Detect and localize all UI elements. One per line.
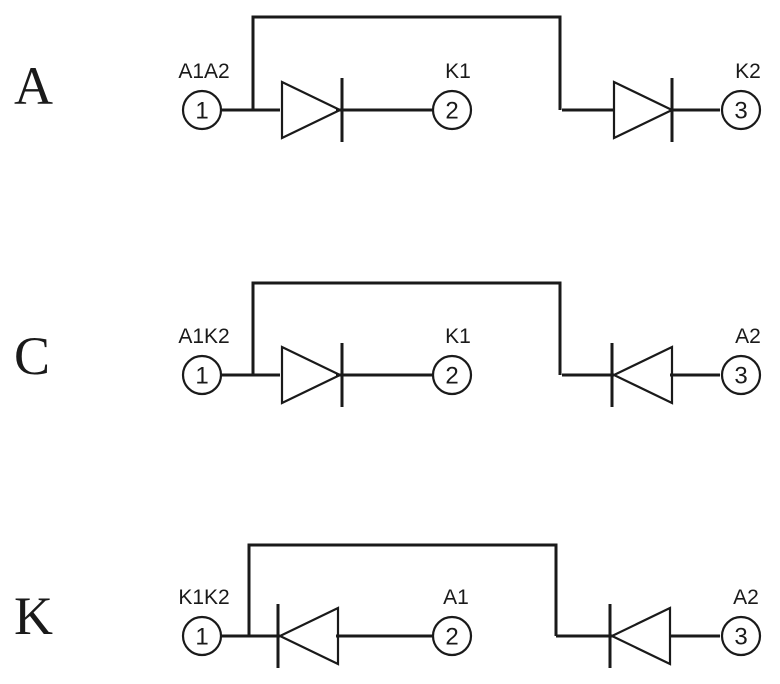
circuit-row-k: K 1 2 3 K1K2 A1 A2 [14, 543, 762, 668]
pin-label-3: A2 [735, 325, 761, 348]
terminal-number: 2 [445, 363, 458, 390]
pin-label-2: K1 [445, 325, 471, 348]
terminal-number: 2 [445, 98, 458, 125]
diode-triangle [611, 345, 674, 405]
diode-2-reverse [608, 604, 672, 668]
terminal-3: 3 [720, 354, 762, 396]
row-code-label: C [14, 326, 50, 386]
terminal-circle [431, 615, 473, 657]
terminal-circle [720, 615, 762, 657]
row-k-wiring [221, 543, 720, 638]
row-c-wiring [221, 281, 720, 377]
row-code-label: K [14, 586, 53, 646]
pin-label-2: A1 [443, 586, 469, 609]
row-code-label: A [14, 56, 53, 116]
diode-triangle [609, 606, 672, 666]
terminal-circle [431, 354, 473, 396]
terminal-3: 3 [720, 615, 762, 657]
terminal-number: 3 [734, 363, 747, 390]
diode-1-forward [280, 343, 344, 407]
circuit-row-a: A 1 2 3 A1A2 K1 K2 [14, 15, 762, 142]
diode-2-forward [612, 78, 675, 142]
terminal-1: 1 [181, 354, 223, 396]
pin-label-3: K2 [735, 60, 761, 83]
terminal-circle [181, 89, 223, 131]
pin-label-1: A1K2 [178, 325, 229, 348]
terminal-number: 1 [195, 363, 208, 390]
terminal-number: 3 [734, 624, 747, 651]
pin-label-1: A1A2 [178, 60, 229, 83]
terminal-2: 2 [431, 615, 473, 657]
diode-1-forward [280, 78, 344, 142]
terminal-1: 1 [181, 89, 223, 131]
diode-triangle [612, 80, 675, 140]
terminal-1: 1 [181, 615, 223, 657]
terminal-3: 3 [720, 89, 762, 131]
row-a-wiring [221, 15, 720, 112]
terminal-number: 2 [445, 624, 458, 651]
pin-label-2: K1 [445, 60, 471, 83]
terminal-2: 2 [431, 354, 473, 396]
circuit-row-c: C 1 2 3 A1K2 K1 A2 [14, 281, 762, 407]
terminal-circle [431, 89, 473, 131]
terminal-circle [181, 615, 223, 657]
terminal-number: 1 [195, 98, 208, 125]
diode-triangle [277, 606, 340, 666]
terminal-circle [720, 354, 762, 396]
pin-label-3: A2 [733, 586, 759, 609]
pin-label-1: K1K2 [178, 586, 229, 609]
terminal-circle [181, 354, 223, 396]
diode-triangle [280, 80, 343, 140]
diode-2-reverse [610, 343, 674, 407]
terminal-number: 1 [195, 624, 208, 651]
terminal-2: 2 [431, 89, 473, 131]
terminal-circle [720, 89, 762, 131]
diode-1-reverse [276, 604, 340, 668]
terminal-number: 3 [734, 98, 747, 125]
diode-triangle [280, 345, 343, 405]
